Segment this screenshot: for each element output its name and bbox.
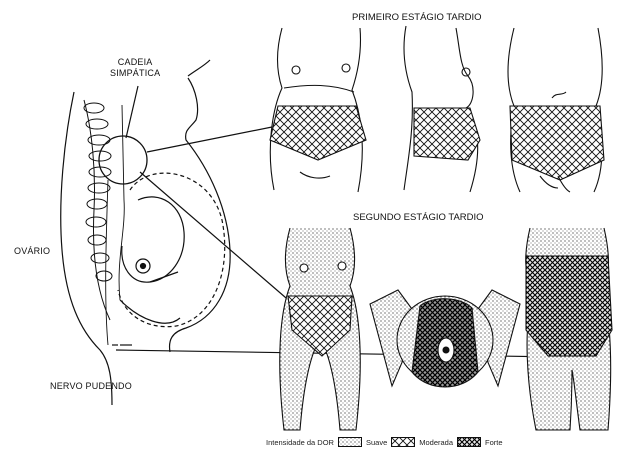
legend-swatch-moderate	[391, 437, 415, 447]
legend-label-strong: Forte	[485, 438, 503, 447]
sympathetic-chain-label: CADEIA SIMPÁTICA	[110, 57, 160, 79]
sympathetic-chain-line2: SIMPÁTICA	[110, 68, 160, 79]
first-stage-side	[404, 26, 480, 192]
second-stage-back	[526, 228, 612, 430]
uterus-outline	[118, 173, 225, 327]
legend-title: Intensidade da DOR	[266, 438, 334, 447]
sagittal-body-view	[61, 60, 230, 405]
first-stage-front	[270, 28, 366, 192]
second-stage-title: SEGUNDO ESTÁGIO TARDIO	[353, 212, 484, 223]
legend-swatch-mild	[338, 437, 362, 447]
pudendal-nerve-label: NERVO PUDENDO	[50, 381, 132, 391]
second-stage-front	[280, 228, 361, 430]
second-stage-perineal	[370, 290, 520, 387]
legend-label-moderate: Moderada	[419, 438, 453, 447]
legend-swatch-strong	[457, 437, 481, 447]
first-stage-back	[508, 28, 604, 192]
first-stage-title: PRIMEIRO ESTÁGIO TARDIO	[352, 12, 482, 23]
spine	[84, 100, 112, 320]
sympathetic-chain-line1: CADEIA	[110, 57, 160, 68]
legend-label-mild: Suave	[366, 438, 387, 447]
ovary-label: OVÁRIO	[14, 246, 50, 256]
pain-intensity-legend: Intensidade da DOR Suave Moderada Forte	[266, 437, 503, 447]
